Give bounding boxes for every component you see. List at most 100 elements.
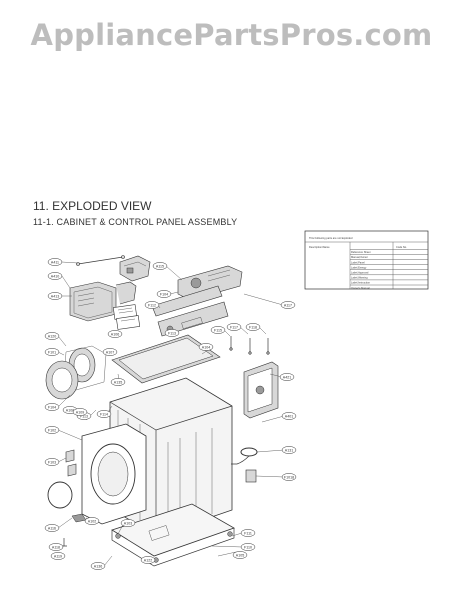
control-pcb-part [177,265,243,301]
top-plate-part [111,334,221,384]
callout-bubble [44,348,60,356]
legend-row-label: Reference Sheet [351,250,371,254]
callout-bubble [281,473,297,481]
callout-label: A421 [283,375,291,379]
callout-bubble [107,330,123,338]
callout-bubble [232,551,248,559]
callout-label: A105 [236,553,244,557]
legend-row-label: Owner's Manual [351,286,370,290]
legend-row-label: Label,Energy [351,265,367,269]
callout-label: A117 [284,303,292,307]
bracket-part [245,469,257,483]
callout-bubble [140,556,156,564]
callout-label: F104 [48,405,56,409]
callout-label: A116 [48,526,56,530]
callout-bubble [44,426,60,434]
door-hinge-part [65,449,77,477]
rear-panel-part [243,361,279,419]
callout-label: A118 [52,545,60,549]
callout-bubble [144,301,160,309]
callout-bubble [280,301,296,309]
callout-label: A413 [51,294,59,298]
callout-label: F103 [48,460,56,464]
callout-bubble [281,412,297,420]
callout-bubble [44,458,60,466]
callout-bubble [279,373,295,381]
callout-label: F112 [148,303,156,307]
callout-bubble [240,529,256,537]
label-cards [112,304,141,330]
power-cord-part [231,447,258,465]
callout-bubble [164,329,180,337]
callout-label: F111 [244,531,252,535]
callout-bubble [48,543,64,551]
callout-bubble [47,292,63,300]
callout-label: F113 [80,414,88,418]
callout-layer: A411A410A413A120F101F104F102F103A116A115… [44,258,297,570]
callout-label: F101 [48,350,56,354]
legend-row-label: Manual,Owner [351,255,368,259]
callout-bubble [110,378,126,386]
callout-label: F118 [249,325,257,329]
callout-label: A411 [51,260,59,264]
callout-label: A122 [144,558,152,562]
callout-label: F110 [244,545,252,549]
callout-bubble [245,323,261,331]
callout-label: F115 [214,328,222,332]
callout-label: A107 [106,350,114,354]
control-panel-part [151,285,229,337]
door-glass-part [47,481,73,509]
callout-bubble [44,524,60,532]
legend-row-label: Label,Instruction [351,281,371,285]
callout-bubble [120,519,136,527]
callout-bubble [96,410,112,418]
legend-heading: This Following parts are not Exploded [309,236,353,240]
callout-bubble [44,332,60,340]
callout-label: A106 [111,332,119,336]
drain-rod-part [76,255,125,266]
callout-label: F102 [48,428,56,432]
legend-row-code: Code No. [396,245,407,249]
legend-row-label: Label,Warning [351,276,368,280]
callout-label: F113 [168,331,176,335]
callout-bubble [47,272,63,280]
callout-label: A102 [88,519,96,523]
callout-bubble [44,403,60,411]
door-assembly-part [81,423,147,525]
callout-label: A401 [285,414,293,418]
callout-bubble [240,543,256,551]
callout-label: A135 [114,380,122,384]
callout-label: F114 [100,412,108,416]
callout-bubble [281,446,297,454]
callout-label: A115 [156,264,164,268]
sensor-parts [229,336,270,355]
section-subtitle: 11-1. CABINET & CONTROL PANEL ASSEMBLY [33,217,238,227]
callout-bubble [210,326,226,334]
callout-label: A410 [51,274,59,278]
callout-label: A104 [202,345,210,349]
callout-label: A119 [54,554,62,558]
callout-bubble [90,562,106,570]
dispenser-part [119,255,151,282]
callout-label: F1018 [284,475,294,479]
section-title: 11. EXPLODED VIEW [33,199,152,213]
callout-bubble [152,262,168,270]
callout-bubble [47,258,63,266]
callout-bubble [198,343,214,351]
watermark-logo: AppliancePartsPros.com [30,18,433,52]
callout-label: A103 [124,521,132,525]
callout-label: F117 [230,325,238,329]
legend-table: This Following parts are not Exploded De… [304,230,429,290]
callout-bubble [84,517,100,525]
legend-row-label: Label,Panel [351,260,365,264]
front-ring-part [45,360,79,400]
callout-bubble [102,348,118,356]
legend-row-label: Label,Approval [351,271,369,275]
callout-label: F104 [160,292,168,296]
callout-bubble [50,552,66,560]
callout-label: A131 [285,448,293,452]
callout-bubble [156,290,172,298]
callout-bubble [226,323,242,331]
